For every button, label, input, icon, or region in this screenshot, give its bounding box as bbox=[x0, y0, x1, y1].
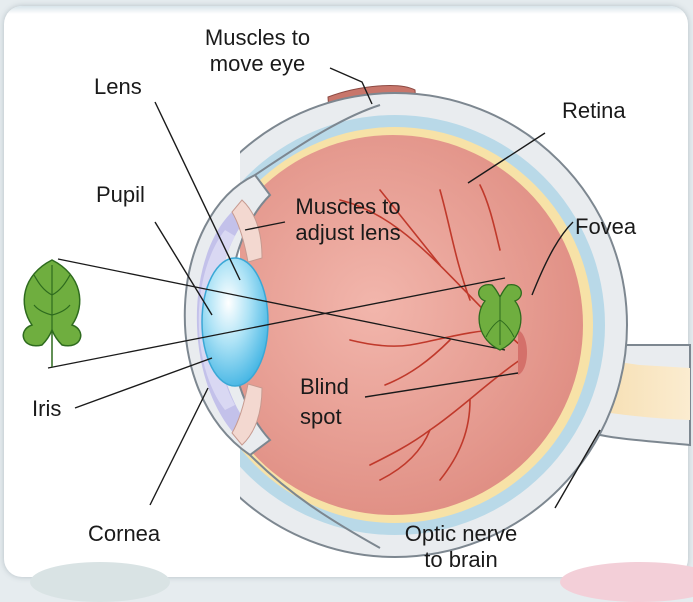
label-optic-nerve: Optic nerve to brain bbox=[386, 521, 536, 573]
label-lens: Lens bbox=[94, 74, 142, 100]
label-muscles-move-eye-text: Muscles to move eye bbox=[205, 25, 310, 76]
label-blind-spot: Blind spot bbox=[300, 372, 349, 432]
bottom-decor-right bbox=[560, 562, 693, 602]
label-muscles-adjust-lens: Muscles to adjust lens bbox=[283, 194, 413, 246]
leaf-object bbox=[23, 260, 80, 367]
label-fovea: Fovea bbox=[575, 214, 636, 240]
lens-shape bbox=[202, 258, 268, 386]
label-retina: Retina bbox=[562, 98, 626, 124]
label-iris: Iris bbox=[32, 396, 61, 422]
label-muscles-adjust-lens-text: Muscles to adjust lens bbox=[295, 194, 400, 245]
label-cornea: Cornea bbox=[88, 521, 160, 547]
bottom-decor-left bbox=[30, 562, 170, 602]
label-muscles-move-eye: Muscles to move eye bbox=[185, 25, 330, 77]
label-pupil: Pupil bbox=[96, 182, 145, 208]
